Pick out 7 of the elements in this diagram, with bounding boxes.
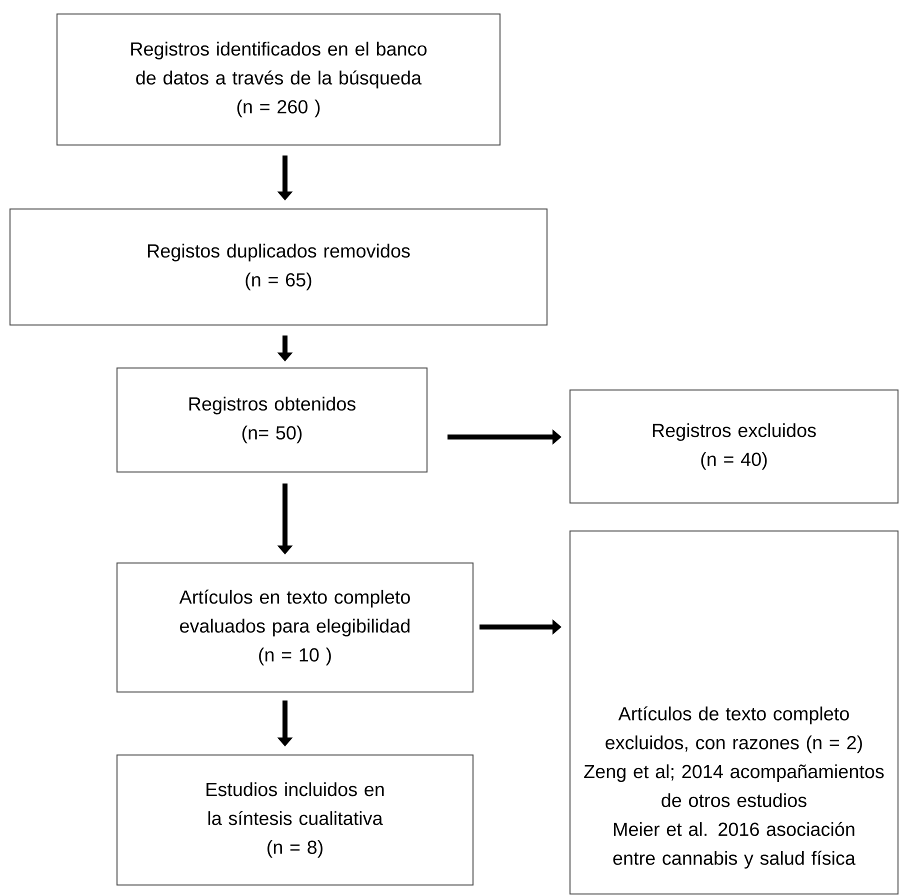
process-box: Estudios incluidos en la síntesis cualitativa (n = 8) [116, 754, 474, 886]
process-box: Registros obtenidos (n= 50) [116, 368, 428, 472]
process-box: Artículos de texto completo excluidos, con razones (n = 2) Zeng et al; 2014 acompañamientos de otros estudios Meier et al. 2016 asociación entre cannabis y salud física [570, 530, 898, 894]
process-box: Registos duplicados removidos (n = 65) [10, 208, 548, 326]
process-box: Registros excluidos (n = 40) [570, 390, 898, 504]
process-box: Registros identificados en el banco de datos a través de la búsqueda (n = 260 ) [56, 14, 500, 146]
process-box: Artículos en texto completo evaluados para elegibilidad (n = 10 ) [116, 562, 474, 692]
